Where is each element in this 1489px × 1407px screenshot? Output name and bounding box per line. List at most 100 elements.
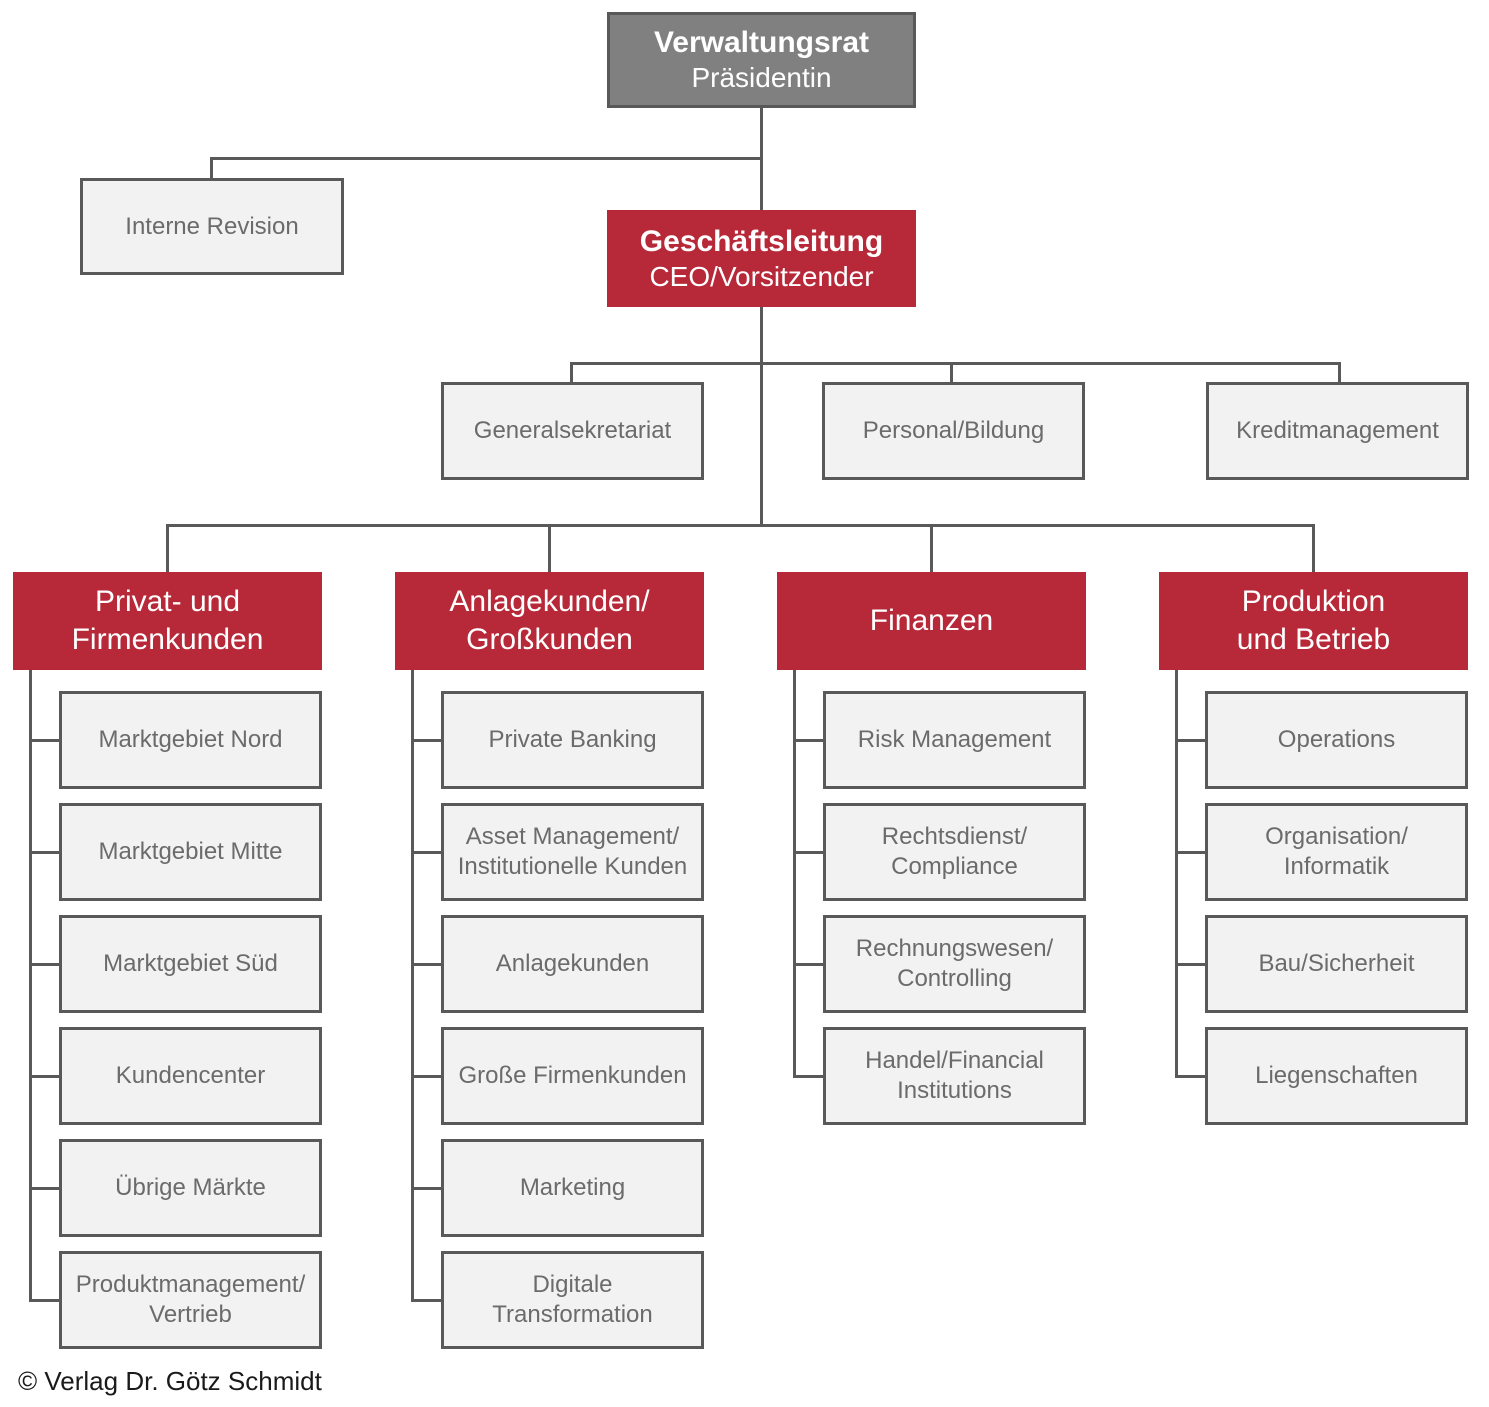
connector-division-1 <box>166 524 169 573</box>
unit-box[interactable]: Produktmanagement/Vertrieb <box>59 1251 322 1349</box>
division-title-line: und Betrieb <box>1236 623 1391 656</box>
connector-audit-v <box>210 157 213 180</box>
unit-connector <box>793 851 823 854</box>
staff-unit-label: Kreditmanagement <box>1236 417 1439 444</box>
unit-label-line: Controlling <box>897 965 1012 992</box>
unit-box[interactable]: Marktgebiet Süd <box>59 915 322 1013</box>
staff-unit-kreditmanagement[interactable]: Kreditmanagement <box>1206 382 1469 480</box>
unit-label-line: Bau/Sicherheit <box>1258 950 1415 977</box>
management-box[interactable]: Geschäftsleitung CEO/Vorsitzender <box>607 210 916 307</box>
unit-connector <box>29 1187 59 1190</box>
unit-label-line: Digitale <box>532 1271 613 1298</box>
division-title-line: Privat- und <box>94 585 241 618</box>
unit-label-line: Handel/Financial <box>865 1047 1044 1074</box>
management-subtitle: CEO/Vorsitzender <box>649 260 874 292</box>
unit-box[interactable]: Marktgebiet Mitte <box>59 803 322 901</box>
unit-connector <box>1175 1075 1205 1078</box>
unit-connector <box>411 1187 441 1190</box>
unit-connector <box>29 739 59 742</box>
unit-label-line: Kundencenter <box>115 1062 266 1089</box>
connector-division-h <box>166 524 1315 527</box>
unit-box[interactable]: Operations <box>1205 691 1468 789</box>
division-spine <box>793 670 796 1078</box>
connector-staff-2 <box>950 362 953 384</box>
unit-connector <box>793 739 823 742</box>
unit-box[interactable]: Marktgebiet Nord <box>59 691 322 789</box>
unit-box[interactable]: Große Firmenkunden <box>441 1027 704 1125</box>
unit-box[interactable]: Organisation/Informatik <box>1205 803 1468 901</box>
connector-division-2 <box>548 524 551 573</box>
unit-label-line: Marketing <box>519 1174 626 1201</box>
unit-box[interactable]: Anlagekunden <box>441 915 704 1013</box>
unit-connector <box>411 1075 441 1078</box>
staff-unit-label: Generalsekretariat <box>473 417 672 444</box>
unit-label-line: Transformation <box>492 1301 653 1328</box>
unit-box[interactable]: Kundencenter <box>59 1027 322 1125</box>
unit-label-line: Asset Management/ <box>465 823 680 850</box>
unit-box[interactable]: Risk Management <box>823 691 1086 789</box>
connector-staff-1 <box>570 362 573 384</box>
unit-connector <box>793 1075 823 1078</box>
division-title-line: Anlagekunden/ <box>449 585 650 618</box>
staff-unit-personal[interactable]: Personal/Bildung <box>822 382 1085 480</box>
copyright-notice: © Verlag Dr. Götz Schmidt <box>18 1366 322 1396</box>
unit-label-line: Marktgebiet Süd <box>103 950 278 977</box>
unit-connector <box>29 1299 59 1302</box>
connector-audit-h <box>210 157 763 160</box>
division-spine <box>411 670 414 1302</box>
unit-label-line: Institutions <box>897 1077 1012 1104</box>
audit-box[interactable]: Interne Revision <box>80 178 344 275</box>
unit-box[interactable]: Liegenschaften <box>1205 1027 1468 1125</box>
unit-box[interactable]: Rechtsdienst/Compliance <box>823 803 1086 901</box>
unit-connector <box>29 963 59 966</box>
unit-connector <box>1175 739 1205 742</box>
connector-staff-h <box>570 362 1341 365</box>
division-header[interactable]: Anlagekunden/Großkunden <box>395 572 704 670</box>
unit-connector <box>29 851 59 854</box>
unit-label-line: Übrige Märkte <box>115 1174 266 1201</box>
unit-label-line: Liegenschaften <box>1255 1062 1418 1089</box>
unit-label-line: Private Banking <box>488 726 657 753</box>
unit-label-line: Produktmanagement/ <box>75 1271 306 1298</box>
unit-label-line: Institutionelle Kunden <box>457 853 688 880</box>
connector-division-4 <box>1312 524 1315 573</box>
staff-unit-generalsekretariat[interactable]: Generalsekretariat <box>441 382 704 480</box>
unit-label-line: Rechtsdienst/ <box>881 823 1028 850</box>
unit-connector <box>411 739 441 742</box>
unit-connector <box>411 851 441 854</box>
division-title-line: Produktion <box>1241 585 1386 618</box>
unit-box[interactable]: Asset Management/Institutionelle Kunden <box>441 803 704 901</box>
unit-label-line: Operations <box>1277 726 1396 753</box>
audit-label: Interne Revision <box>125 212 299 240</box>
unit-connector <box>1175 963 1205 966</box>
unit-connector <box>411 1299 441 1302</box>
board-title: Verwaltungsrat <box>653 26 870 59</box>
unit-connector <box>1175 851 1205 854</box>
unit-label-line: Marktgebiet Mitte <box>98 838 283 865</box>
division-spine <box>29 670 32 1302</box>
unit-box[interactable]: Marketing <box>441 1139 704 1237</box>
unit-label-line: Anlagekunden <box>495 950 650 977</box>
management-title: Geschäftsleitung <box>639 224 884 258</box>
unit-connector <box>29 1075 59 1078</box>
unit-box[interactable]: Private Banking <box>441 691 704 789</box>
unit-box[interactable]: Bau/Sicherheit <box>1205 915 1468 1013</box>
unit-box[interactable]: Rechnungswesen/Controlling <box>823 915 1086 1013</box>
board-box[interactable]: Verwaltungsrat Präsidentin <box>607 12 916 108</box>
connector-mgmt-trunk <box>760 306 763 527</box>
board-subtitle: Präsidentin <box>691 62 832 93</box>
unit-label-line: Risk Management <box>857 726 1052 753</box>
connector-division-3 <box>930 524 933 573</box>
division-title-line: Firmenkunden <box>71 623 264 656</box>
unit-label-line: Compliance <box>891 853 1018 880</box>
unit-label-line: Organisation/ <box>1265 823 1408 850</box>
division-header[interactable]: Finanzen <box>777 572 1086 670</box>
unit-label-line: Informatik <box>1283 853 1390 880</box>
unit-box[interactable]: Übrige Märkte <box>59 1139 322 1237</box>
unit-label-line: Große Firmenkunden <box>458 1062 687 1089</box>
unit-label-line: Rechnungswesen/ <box>855 935 1054 962</box>
division-header[interactable]: Produktion und Betrieb <box>1159 572 1468 670</box>
